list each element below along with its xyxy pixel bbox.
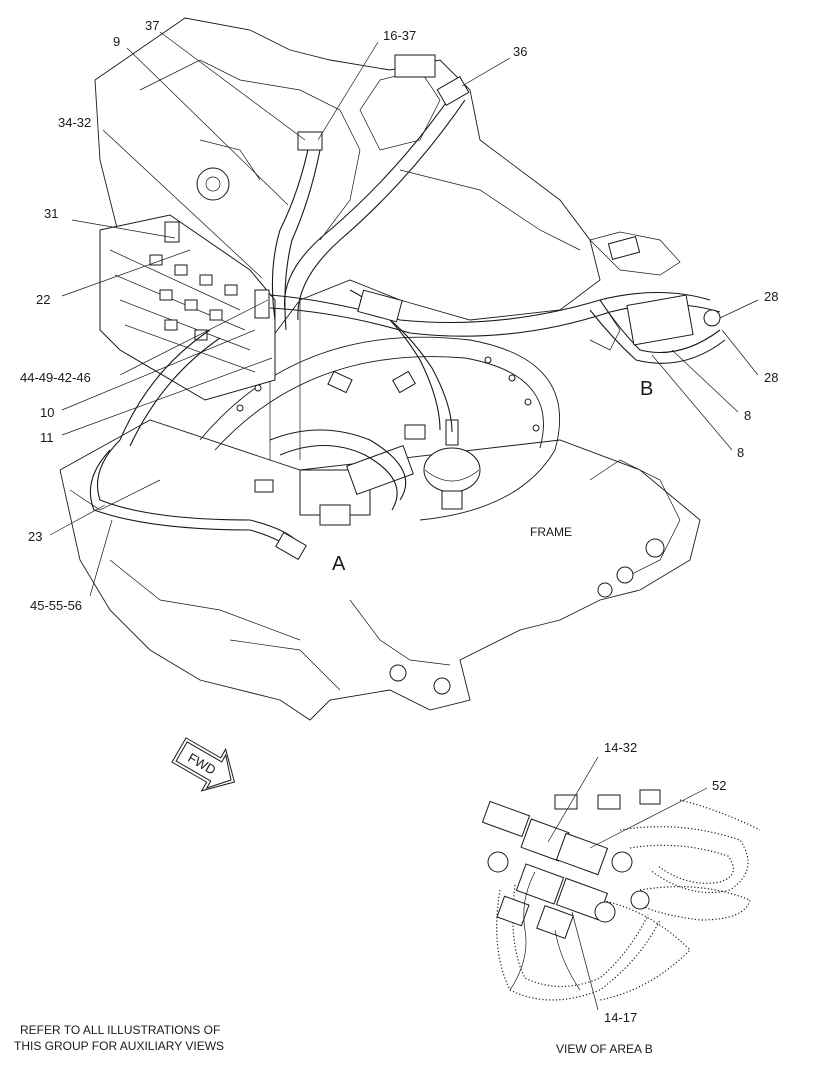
area-b-detail-view: 14-32 52 14-17 VIEW OF AREA B bbox=[481, 740, 761, 1056]
machine-frame: FRAME bbox=[59, 419, 701, 721]
label-22: 22 bbox=[36, 292, 50, 307]
label-14-17: 14-17 bbox=[604, 1010, 637, 1025]
label-34-32: 34-32 bbox=[58, 115, 91, 130]
leader-lines bbox=[49, 31, 759, 597]
upper-structure bbox=[94, 17, 681, 460]
label-11: 11 bbox=[40, 430, 54, 445]
note-line-2: THIS GROUP FOR AUXILIARY VIEWS bbox=[14, 1039, 224, 1053]
swing-bearing bbox=[199, 336, 560, 521]
label-44-49-42-46: 44-49-42-46 bbox=[20, 370, 91, 385]
label-8-upper: 8 bbox=[744, 408, 751, 423]
label-14-32: 14-32 bbox=[604, 740, 637, 755]
area-a-label: A bbox=[332, 553, 346, 575]
label-45-55-56: 45-55-56 bbox=[30, 598, 82, 613]
frame-label: FRAME bbox=[530, 525, 572, 539]
note-line-1: REFER TO ALL ILLUSTRATIONS OF bbox=[20, 1023, 220, 1037]
accumulator bbox=[423, 419, 481, 510]
label-28-upper: 28 bbox=[764, 289, 778, 304]
label-23: 23 bbox=[28, 529, 42, 544]
callout-labels: 37 9 16-37 36 34-32 31 22 44-49-42-46 10… bbox=[20, 18, 778, 613]
manifold-area-a bbox=[254, 370, 426, 526]
label-10: 10 bbox=[40, 405, 54, 420]
label-9: 9 bbox=[113, 34, 120, 49]
label-37: 37 bbox=[145, 18, 159, 33]
control-valve-bank bbox=[99, 214, 276, 401]
label-16-37: 16-37 bbox=[383, 28, 416, 43]
label-31: 31 bbox=[44, 206, 58, 221]
label-52: 52 bbox=[712, 778, 726, 793]
fwd-arrow: FWD bbox=[171, 737, 236, 792]
hose-lines bbox=[89, 76, 726, 561]
label-8-lower: 8 bbox=[737, 445, 744, 460]
reference-note: REFER TO ALL ILLUSTRATIONS OF THIS GROUP… bbox=[14, 1023, 224, 1053]
view-caption: VIEW OF AREA B bbox=[556, 1042, 653, 1056]
area-b-label: B bbox=[640, 378, 653, 400]
label-28-lower: 28 bbox=[764, 370, 778, 385]
label-36: 36 bbox=[513, 44, 527, 59]
